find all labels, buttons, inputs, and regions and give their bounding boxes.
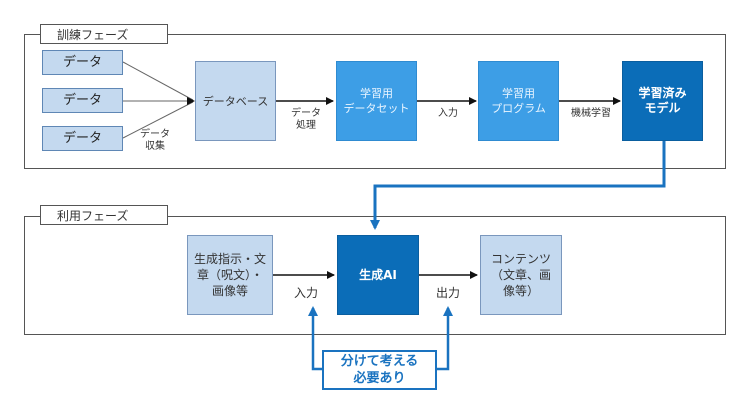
process-label: データ 処理 xyxy=(291,108,321,131)
ml-label: 機械学習 xyxy=(571,108,611,119)
collect-label: データ 収集 xyxy=(140,129,170,152)
data-source-3: データ xyxy=(42,126,123,151)
arrow-model-to-ai xyxy=(370,140,666,230)
program-node: 学習用 プログラム xyxy=(478,61,559,141)
dataset-node: 学習用 データセット xyxy=(336,61,417,141)
data-source-1: データ xyxy=(42,50,123,75)
trained-model-node: 学習済み モデル xyxy=(622,61,703,141)
usage-input-label: 入力 xyxy=(294,286,319,300)
training-phase-title: 訓練フェーズ xyxy=(40,24,168,44)
dataset-input-label: 入力 xyxy=(438,108,458,119)
separate-consideration-callout: 分けて考える 必要あり xyxy=(322,350,437,390)
usage-output-label: 出力 xyxy=(436,286,461,300)
usage-phase-title: 利用フェーズ xyxy=(40,205,168,225)
collect-line-3 xyxy=(122,101,194,139)
contents-node: コンテンツ （文章、画 像等） xyxy=(480,235,562,315)
data-source-2: データ xyxy=(42,88,123,113)
prompt-node: 生成指示・文 章（呪文）・ 画像等 xyxy=(187,235,273,315)
database-node: データベース xyxy=(195,61,276,141)
callout-arrow-input xyxy=(308,306,322,371)
collect-line-1 xyxy=(122,61,194,101)
callout-arrow-output xyxy=(437,306,453,371)
generative-ai-node: 生成AI xyxy=(337,235,419,315)
